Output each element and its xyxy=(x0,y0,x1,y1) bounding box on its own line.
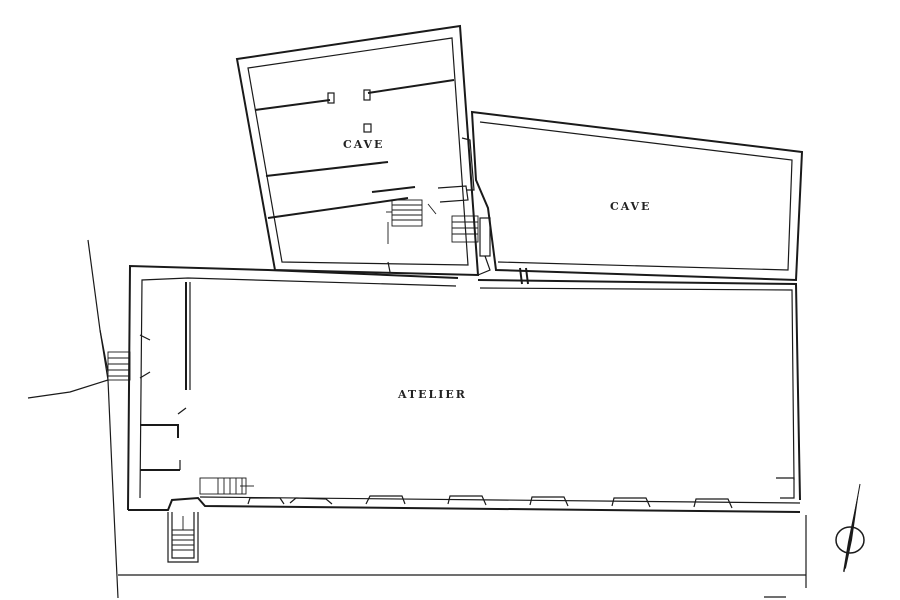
atelier-block xyxy=(127,264,801,513)
staircase-lower xyxy=(199,477,254,495)
external-stair xyxy=(167,512,199,563)
room-label-cave-upper: CAVE xyxy=(343,138,384,151)
side-steps xyxy=(107,351,131,381)
north-arrow-icon xyxy=(835,483,865,573)
staircase-middle xyxy=(451,215,491,276)
wall-piers xyxy=(247,495,733,509)
room-label-cave-right: CAVE xyxy=(610,200,651,213)
room-label-atelier: ATELIER xyxy=(397,388,467,401)
staircase-upper xyxy=(386,199,437,244)
cave-right-block xyxy=(470,110,804,285)
property-boundary xyxy=(27,239,807,599)
